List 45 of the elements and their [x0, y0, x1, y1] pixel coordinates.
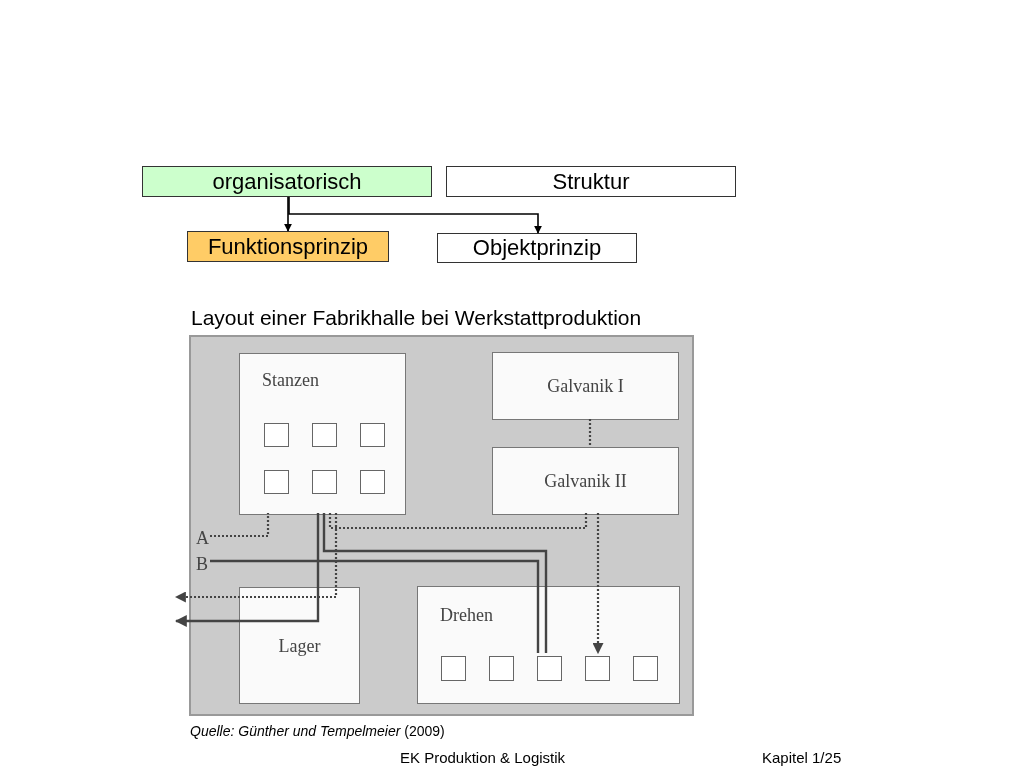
category-box [142, 166, 432, 197]
dotted-route-line [174, 513, 338, 603]
machine-box [585, 656, 610, 681]
arrow [288, 196, 542, 234]
department-box [239, 353, 406, 515]
department-label: Lager [277, 635, 322, 656]
category-box [446, 166, 736, 197]
machine-box [264, 470, 289, 494]
machine-box [537, 656, 562, 681]
department-label: Galvanik I [546, 375, 625, 397]
machine-box [360, 423, 385, 447]
box-label: Struktur [552, 168, 630, 195]
route-line [322, 513, 548, 653]
machine-box [312, 470, 337, 494]
department-label: Drehen [440, 605, 493, 626]
footer-text: Kapitel 1/25 [762, 749, 842, 766]
machine-box [489, 656, 514, 681]
department-box [492, 447, 679, 515]
dotted-route-line [588, 418, 592, 445]
box-label: Funktionsprinzip [207, 233, 369, 260]
heading: Layout einer Fabrikhalle bei Werkstattproduktion [191, 306, 642, 330]
department-box [492, 352, 679, 420]
machine-box [441, 656, 466, 681]
route-line [210, 559, 540, 653]
route-line [174, 513, 320, 627]
route-letter: B [196, 554, 212, 574]
category-box [437, 233, 637, 263]
dotted-route-line [592, 513, 604, 655]
dotted-route-line [210, 513, 270, 538]
source-caption: Quelle: Günther und Tempelmeier (2009) [190, 723, 445, 739]
department-box [239, 587, 360, 704]
machine-box [312, 423, 337, 447]
box-label: Objektprinzip [472, 235, 602, 261]
machine-box [264, 423, 289, 447]
department-label: Galvanik II [543, 470, 628, 492]
dotted-route-line [328, 513, 588, 530]
department-label: Stanzen [262, 370, 319, 391]
route-letter: A [196, 528, 212, 548]
category-box [187, 231, 389, 262]
box-label: organisatorisch [212, 168, 362, 195]
department-box [417, 586, 680, 704]
arrow [284, 196, 292, 232]
machine-box [360, 470, 385, 494]
machine-box [633, 656, 658, 681]
footer-text: EK Produktion & Logistik [400, 749, 566, 766]
